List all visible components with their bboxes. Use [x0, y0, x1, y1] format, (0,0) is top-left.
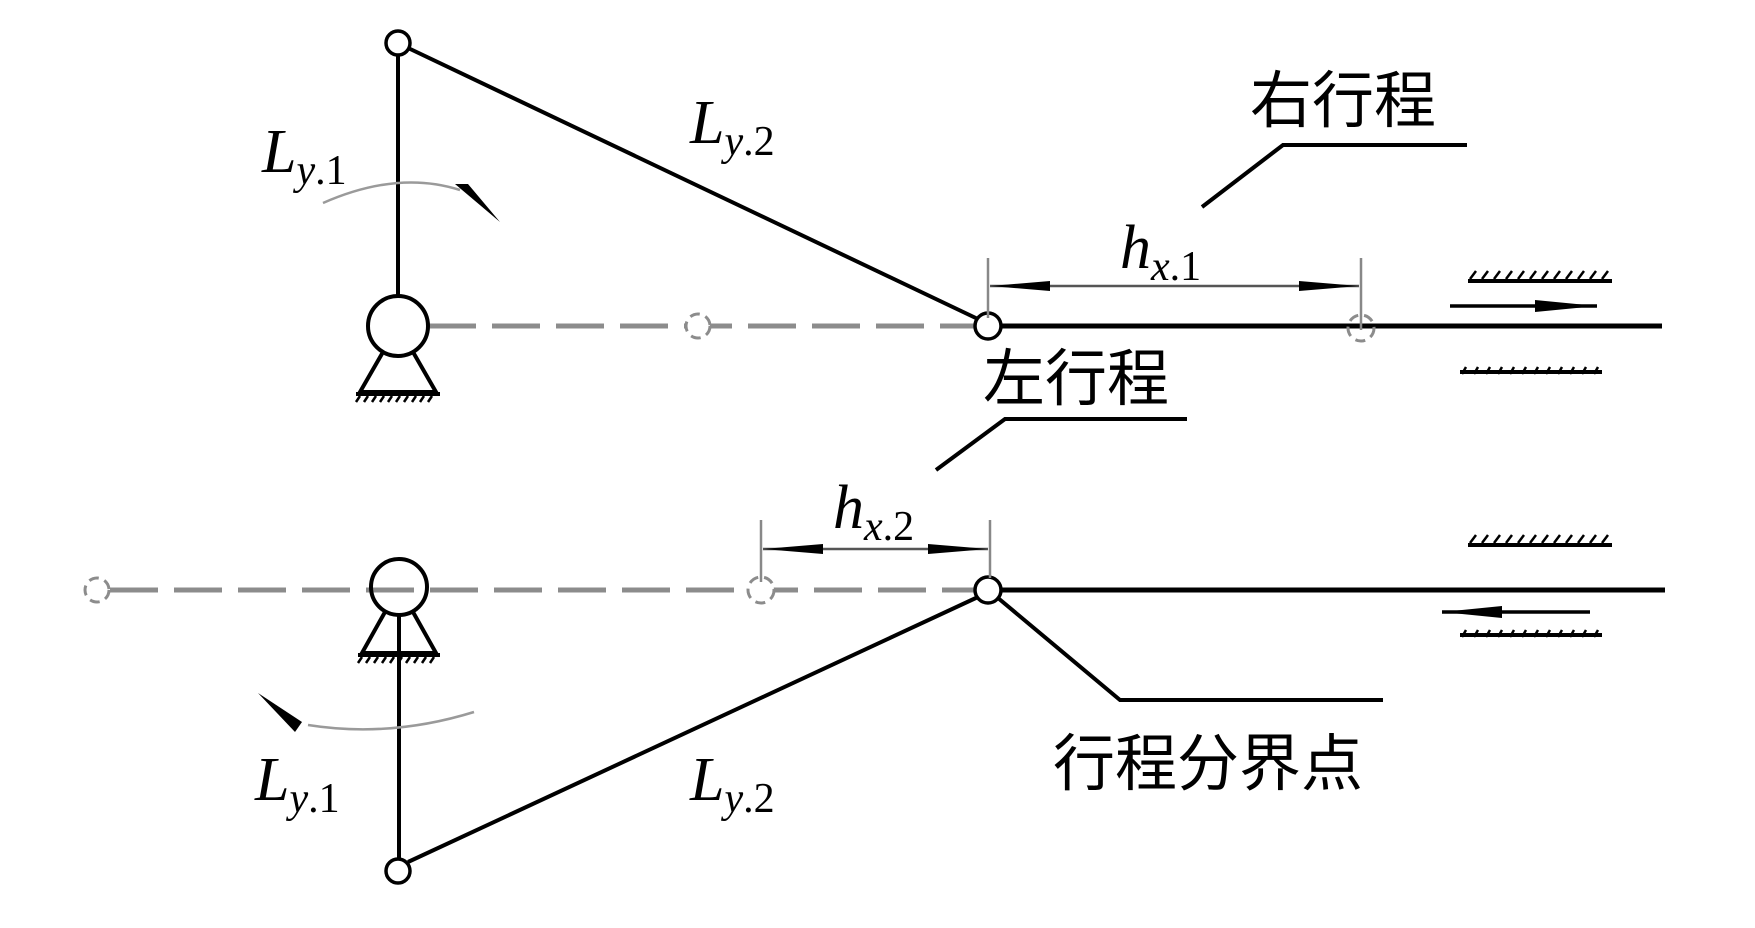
top-connecting-rod — [405, 45, 981, 322]
right-stroke-callout: 右行程 — [1250, 64, 1436, 137]
bottom-crank-pin-icon — [384, 857, 412, 885]
bottom-connecting-rod — [407, 595, 979, 864]
top-crank-pivot-icon — [366, 294, 430, 358]
top-rod-length-label: Ly.2 — [689, 89, 775, 165]
bottom-stroke-joint-icon — [973, 575, 1003, 605]
top-ghost-end-icon — [1346, 313, 1376, 343]
top-slide-guides — [1460, 270, 1612, 375]
bottom-callout-leader — [934, 417, 1187, 472]
top-direction-arrow-right-icon — [1450, 300, 1597, 312]
boundary-callout-leader — [996, 596, 1383, 702]
top-stroke-dimension — [986, 258, 1363, 330]
bottom-rotation-arc — [307, 710, 475, 731]
bottom-rotation-arrow-icon — [258, 693, 302, 732]
bottom-direction-arrow-left-icon — [1442, 606, 1590, 618]
bottom-crank-pivot-icon — [369, 557, 429, 617]
top-callout-leader — [1200, 143, 1467, 209]
top-crank-pin-icon — [384, 29, 412, 57]
top-rotation-arrow-icon — [455, 184, 500, 222]
top-ground-support-icon — [354, 351, 440, 403]
bottom-rod-length-label: Ly.2 — [689, 746, 775, 822]
bottom-mechanism — [83, 417, 1665, 885]
top-crank-length-label: Ly.1 — [261, 118, 347, 194]
bottom-slide-guides — [1460, 534, 1612, 638]
bottom-crank-length-label: Ly.1 — [254, 746, 340, 822]
bottom-stroke-length-label: hx.2 — [833, 474, 914, 550]
left-stroke-callout: 左行程 — [983, 342, 1169, 415]
top-rotation-arc — [322, 181, 461, 205]
bottom-ghost-start-icon — [83, 576, 111, 604]
stroke-boundary-callout: 行程分界点 — [1053, 727, 1363, 800]
top-stroke-length-label: hx.1 — [1120, 214, 1201, 290]
bottom-stroke-dimension — [759, 520, 992, 582]
bottom-ghost-joint-icon — [746, 575, 776, 605]
top-ghost-joint-icon — [684, 312, 712, 340]
top-mechanism — [322, 29, 1662, 403]
